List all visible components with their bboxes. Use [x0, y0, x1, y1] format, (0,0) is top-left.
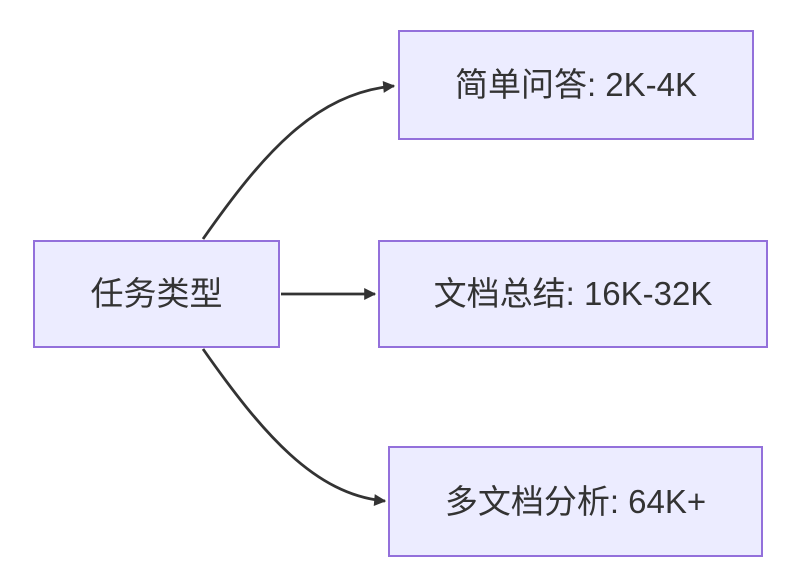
node-doc-summary-label: 文档总结: 16K-32K — [433, 275, 713, 313]
node-multi-doc-analysis-label: 多文档分析: 64K+ — [444, 482, 707, 520]
node-simple-qa-label: 简单问答: 2K-4K — [454, 66, 698, 104]
node-simple-qa: 简单问答: 2K-4K — [398, 30, 754, 140]
node-multi-doc-analysis: 多文档分析: 64K+ — [388, 446, 763, 557]
node-doc-summary: 文档总结: 16K-32K — [378, 240, 768, 348]
node-task-type: 任务类型 — [33, 240, 280, 348]
node-task-type-label: 任务类型 — [90, 275, 223, 313]
edge-root-to-multi-doc-analysis — [201, 348, 387, 507]
edge-root-to-simple-qa — [201, 80, 396, 240]
